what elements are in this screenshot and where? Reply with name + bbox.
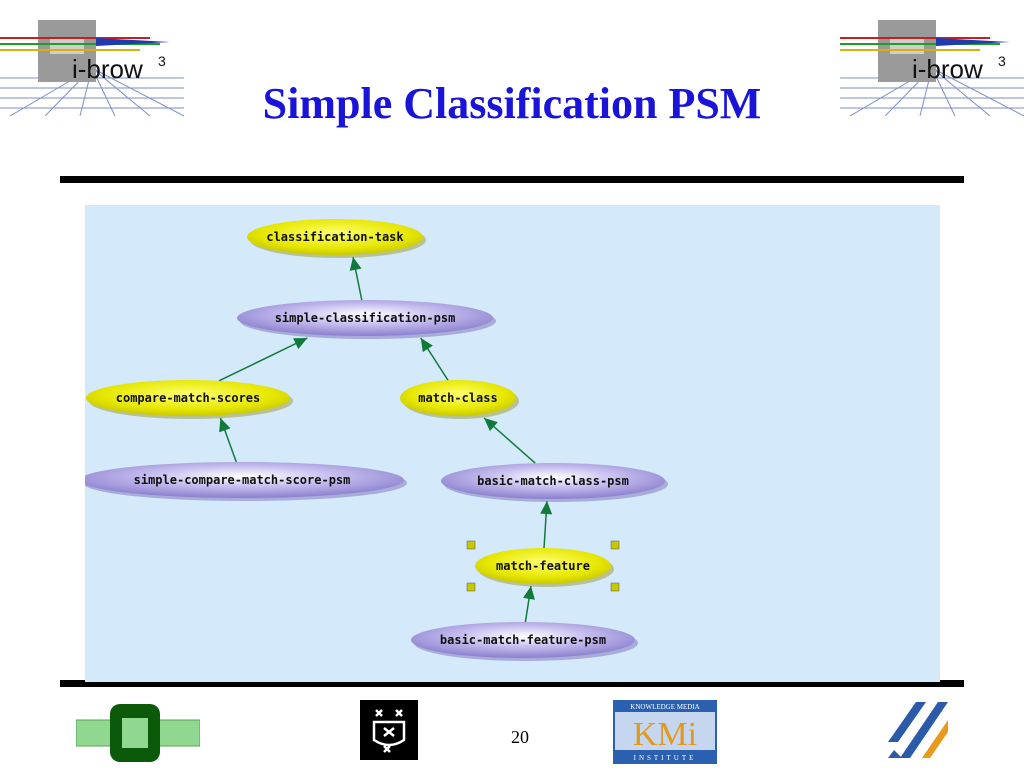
ibrow-logo-right: i-brow 3: [840, 20, 1024, 116]
node-match-feature[interactable]: match-feature: [466, 540, 620, 592]
node-ellipse: [86, 380, 290, 416]
arrowhead: [219, 418, 231, 433]
node-ellipse: [247, 219, 423, 255]
selection-handle[interactable]: [610, 582, 620, 592]
node-label: basic-match-feature-psm: [440, 633, 606, 647]
node-compare-match-scores[interactable]: compare-match-scores: [86, 380, 293, 419]
kmi-logo: KNOWLEDGE MEDIA KMi INSTITUTE: [613, 700, 717, 764]
svg-text:i-brow: i-brow: [912, 54, 983, 84]
arrowhead: [523, 586, 535, 600]
node-label: compare-match-scores: [116, 391, 261, 405]
arrowhead: [293, 338, 308, 350]
svg-text:3: 3: [998, 53, 1006, 69]
psm-diagram: classification-task simple-classification…: [80, 219, 668, 661]
node-simple-classification-psm[interactable]: simple-classification-psm: [237, 300, 496, 339]
selection-handle[interactable]: [610, 540, 620, 550]
top-rule: [60, 176, 964, 183]
node-classification-task[interactable]: classification-task: [247, 219, 426, 258]
node-label: simple-compare-match-score-psm: [134, 473, 351, 487]
svg-text:i-brow: i-brow: [72, 54, 143, 84]
node-ellipse: [400, 380, 516, 416]
selection-handle[interactable]: [466, 540, 476, 550]
node-ellipse: [237, 300, 493, 336]
ibrow-logo-left: i-brow 3: [0, 20, 184, 116]
node-simple-compare-match-score-psm[interactable]: simple-compare-match-score-psm: [80, 462, 407, 501]
svg-text:KNOWLEDGE MEDIA: KNOWLEDGE MEDIA: [630, 703, 699, 711]
node-ellipse: [411, 622, 635, 658]
node-match-class[interactable]: match-class: [400, 380, 519, 419]
node-label: classification-task: [266, 230, 404, 244]
selection-handle[interactable]: [466, 582, 476, 592]
node-ellipse: [475, 548, 611, 584]
edge-compare-match-scores-to-simple-classification-psm: [218, 337, 308, 382]
node-label: match-class: [418, 391, 497, 405]
svg-text:KMi: KMi: [633, 716, 697, 753]
node-label: match-feature: [496, 559, 590, 573]
node-label: simple-classification-psm: [275, 311, 456, 325]
arrowhead: [420, 338, 433, 353]
bottom-rule: [60, 680, 964, 687]
diagram-edges: [218, 256, 553, 623]
node-ellipse: [441, 463, 665, 499]
crest-logo: [360, 700, 418, 760]
node-ellipse: [80, 462, 404, 498]
stripes-logo: [888, 702, 948, 758]
diagram-nodes: classification-task simple-classification…: [80, 219, 668, 661]
svg-text:3: 3: [158, 53, 166, 69]
arrowhead: [540, 501, 553, 515]
arrowhead: [349, 257, 362, 271]
university-logo-left: [76, 704, 200, 762]
slide-title: Simple Classification PSM: [262, 79, 762, 128]
node-basic-match-feature-psm[interactable]: basic-match-feature-psm: [411, 622, 638, 661]
node-label: basic-match-class-psm: [477, 474, 629, 488]
svg-text:INSTITUTE: INSTITUTE: [634, 754, 697, 762]
node-basic-match-class-psm[interactable]: basic-match-class-psm: [441, 463, 668, 502]
page-number: 20: [511, 727, 529, 747]
arrowhead: [484, 418, 498, 432]
diagram-panel: classification-task simple-classification…: [80, 205, 940, 682]
